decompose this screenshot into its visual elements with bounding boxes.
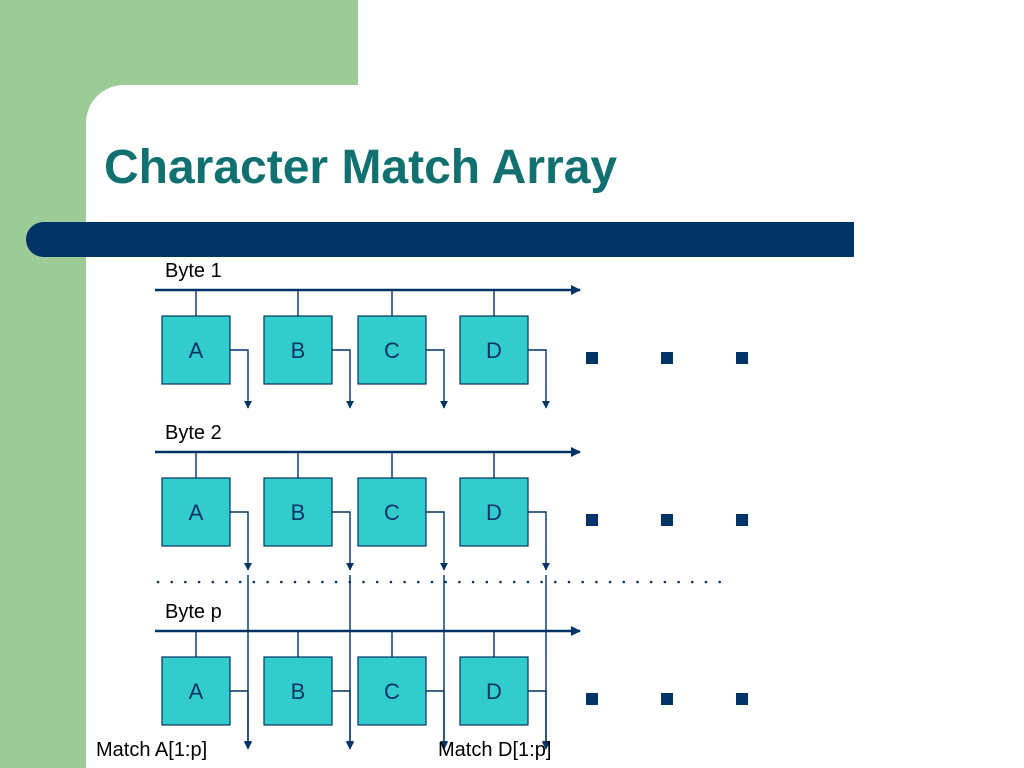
byte-label-2: Byte 2	[165, 422, 222, 444]
match-cell-1-c	[357, 315, 427, 385]
cell-output-2-2	[426, 511, 448, 571]
match-output-label-a: Match A[1:p]	[96, 739, 207, 761]
row-separator-dot	[677, 580, 680, 584]
match-cell-3-a	[161, 656, 231, 726]
match-cell-3-d	[459, 656, 529, 726]
cell-output-3-2	[426, 690, 448, 750]
byte-label-3: Byte p	[165, 601, 222, 623]
row-separator-dot	[252, 580, 256, 584]
row-separator-dot	[554, 580, 557, 584]
title-underline-bar	[26, 222, 854, 257]
slide-title: Character Match Array	[104, 141, 618, 194]
match-output-label-d: Match D[1:p]	[438, 739, 551, 761]
cell-output-3-1	[332, 690, 354, 750]
row-separator-dot	[471, 580, 475, 584]
row-separator-dot	[485, 580, 489, 584]
cell-output-2-3	[528, 511, 550, 571]
row-separator-dot	[238, 580, 242, 584]
row-separator-dot	[417, 580, 420, 584]
row-separator-dot	[567, 580, 571, 584]
row-separator-dot	[348, 580, 352, 584]
row-separator-dot	[691, 580, 694, 584]
match-cell-label-2-b: B	[291, 500, 306, 525]
row-separator-dot	[430, 580, 434, 584]
row-separator-dot	[184, 580, 187, 584]
row-separator-dot	[526, 580, 530, 584]
continuation-dot-2-3	[736, 514, 748, 526]
row-separator-dot	[334, 580, 338, 584]
match-cell-label-2-d: D	[486, 500, 502, 525]
row-separator-dot	[595, 580, 598, 584]
match-cell-label-3-c: C	[384, 679, 400, 704]
row-separator-dot	[321, 580, 324, 584]
continuation-dot-1-3	[736, 352, 748, 364]
row-separator-dot	[170, 580, 173, 584]
row-separator-dot	[581, 580, 584, 584]
match-cell-label-2-c: C	[384, 500, 400, 525]
match-cell-3-b	[263, 656, 333, 726]
row-separator-dot	[608, 580, 612, 584]
row-separator-dot	[197, 580, 201, 584]
cell-output-2-1	[332, 511, 354, 571]
cell-output-1-2	[426, 349, 448, 409]
cell-output-2-0	[230, 511, 252, 571]
cell-output-1-1	[332, 349, 354, 409]
cell-output-1-3	[528, 349, 550, 409]
row-separator-dot	[403, 580, 406, 584]
row-separator-dot	[512, 580, 516, 584]
row-separator-dot	[636, 580, 639, 584]
match-cell-1-d	[459, 315, 529, 385]
continuation-dot-3-3	[736, 693, 748, 705]
match-cell-2-b	[263, 477, 333, 547]
match-cell-label-3-d: D	[486, 679, 502, 704]
match-cell-2-d	[459, 477, 529, 547]
match-cell-label-2-a: A	[189, 500, 204, 525]
row-separator-dot	[444, 580, 448, 584]
continuation-dot-2-1	[586, 514, 598, 526]
match-cell-label-1-b: B	[291, 338, 306, 363]
match-cell-label-1-c: C	[384, 338, 400, 363]
cell-output-1-0	[230, 349, 252, 409]
continuation-dot-1-1	[586, 352, 598, 364]
row-separator-dot	[499, 580, 502, 584]
row-separator-dot	[375, 580, 379, 584]
continuation-dot-3-1	[586, 693, 598, 705]
row-separator-dot	[362, 580, 365, 584]
match-cell-label-1-d: D	[486, 338, 502, 363]
content-panel	[86, 85, 1024, 768]
match-cell-label-1-a: A	[189, 338, 204, 363]
row-separator-dot	[704, 580, 708, 584]
row-separator-dot	[293, 580, 297, 584]
continuation-dot-3-2	[661, 693, 673, 705]
match-cell-2-a	[161, 477, 231, 547]
row-separator-dot	[156, 580, 160, 584]
row-separator-dot	[540, 580, 543, 584]
row-separator-dot	[280, 580, 283, 584]
row-separator-dot	[211, 580, 215, 584]
continuation-dot-2-2	[661, 514, 673, 526]
cell-output-3-3	[528, 690, 550, 750]
row-separator-dot	[458, 580, 461, 584]
row-separator-dot	[389, 580, 393, 584]
row-separator-dot	[663, 580, 667, 584]
match-cell-2-c	[357, 477, 427, 547]
match-cell-label-3-a: A	[189, 679, 204, 704]
row-separator-dot	[307, 580, 311, 584]
match-cell-label-3-b: B	[291, 679, 306, 704]
row-separator-dot	[225, 580, 228, 584]
row-separator-dot	[649, 580, 653, 584]
byte-label-1: Byte 1	[165, 260, 222, 282]
cell-output-3-0	[230, 690, 252, 750]
row-separator-dot	[718, 580, 721, 584]
match-cell-1-b	[263, 315, 333, 385]
continuation-dot-1-2	[661, 352, 673, 364]
row-separator-dot	[266, 580, 269, 584]
row-separator-dot	[622, 580, 626, 584]
